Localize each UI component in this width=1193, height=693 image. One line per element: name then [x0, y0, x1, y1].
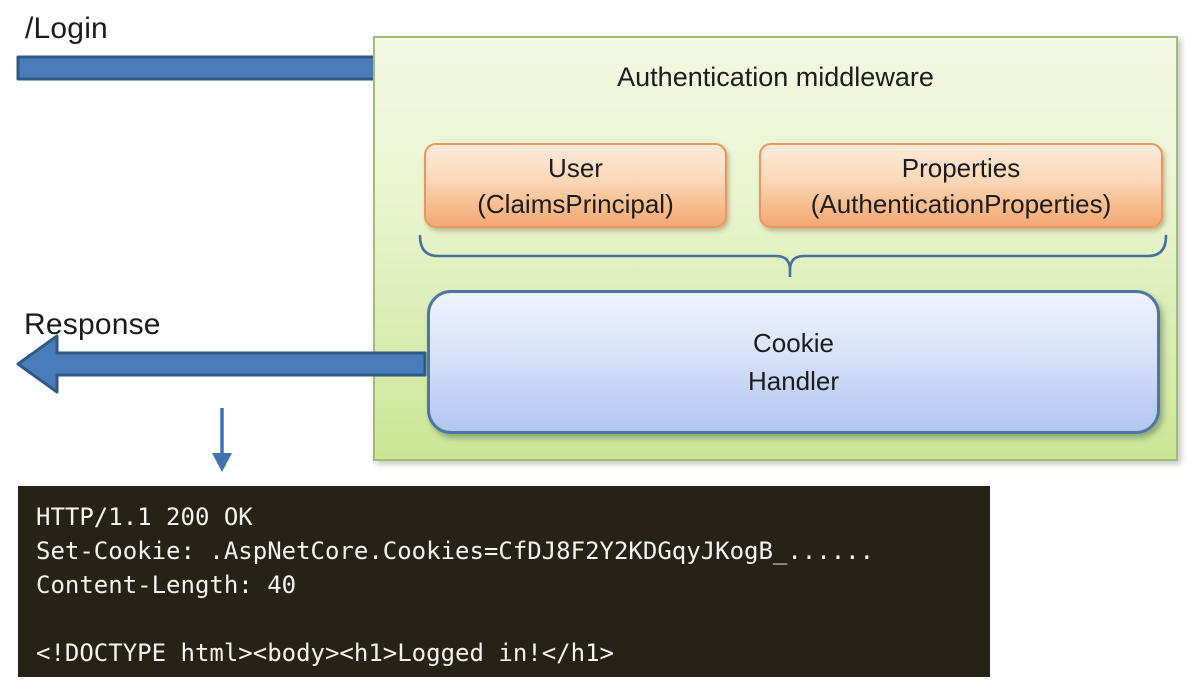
cookie-handler-line1: Cookie [753, 328, 834, 358]
http-response-terminal: HTTP/1.1 200 OK Set-Cookie: .AspNetCore.… [18, 486, 990, 677]
terminal-line-status: HTTP/1.1 200 OK [36, 503, 253, 531]
terminal-line-set-cookie: Set-Cookie: .AspNetCore.Cookies=CfDJ8F2Y… [36, 537, 875, 565]
response-arrow-icon [16, 334, 427, 394]
user-box-line2: (ClaimsPrincipal) [477, 188, 674, 219]
response-label: Response [24, 308, 161, 341]
terminal-line-body: <!DOCTYPE html><body><h1>Logged in!</h1> [36, 639, 614, 667]
user-box-line1: User [548, 152, 603, 183]
authentication-properties-box: Properties (AuthenticationProperties) [759, 143, 1163, 228]
cookie-handler-line2: Handler [747, 366, 840, 396]
terminal-line-content-length: Content-Length: 40 [36, 571, 297, 599]
properties-box-line1: Properties [901, 152, 1021, 183]
middleware-title: Authentication middleware [617, 62, 934, 92]
properties-box-line2: (AuthenticationProperties) [810, 188, 1112, 219]
authentication-middleware-box: Authentication middleware User (ClaimsPr… [373, 36, 1178, 461]
terminal-line-blank [36, 602, 980, 636]
down-arrow-icon [212, 408, 232, 472]
user-claimsprincipal-box: User (ClaimsPrincipal) [424, 143, 727, 228]
cookie-handler-box: Cookie Handler [427, 290, 1160, 434]
login-path-label: /Login [25, 12, 108, 45]
grouping-brace-icon [418, 234, 1168, 277]
